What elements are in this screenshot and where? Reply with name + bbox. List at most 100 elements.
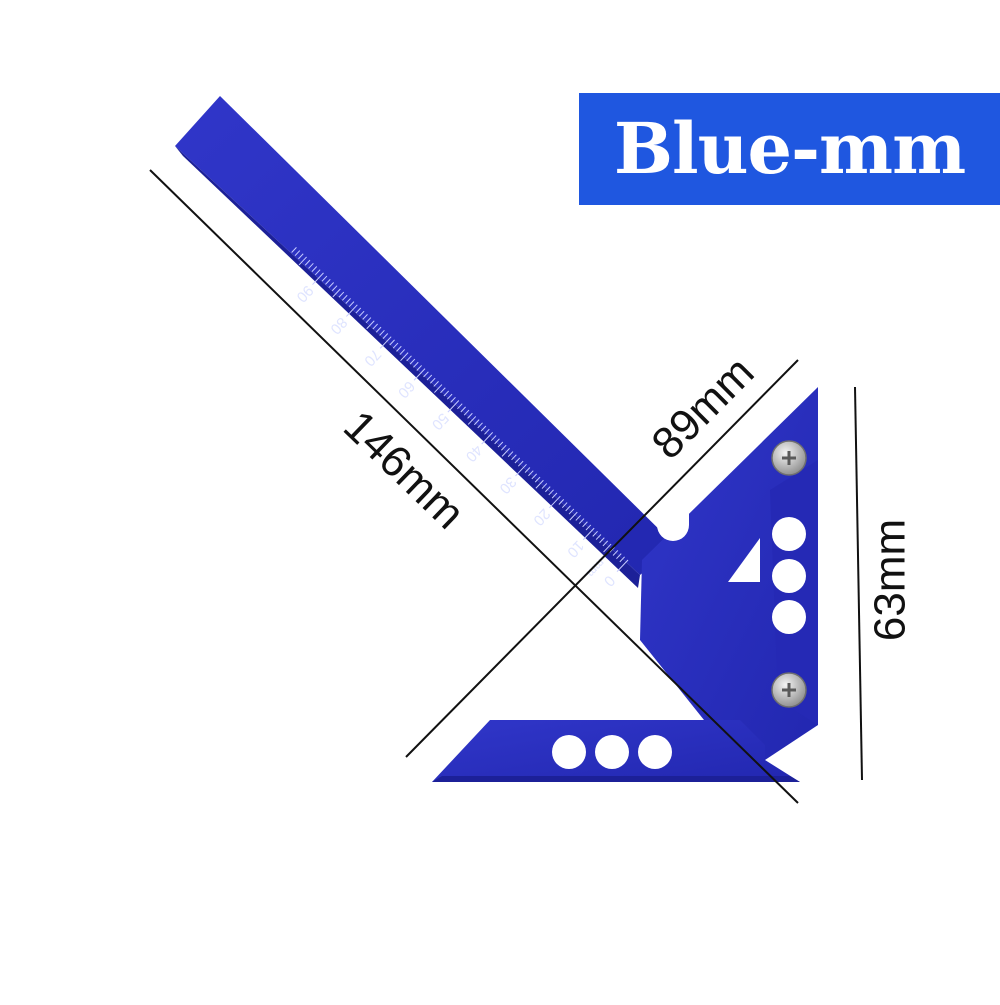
- ruler-tick: [463, 409, 470, 416]
- ruler-tick: [565, 505, 571, 512]
- hole-icon: [772, 600, 806, 634]
- ruler-tick: [328, 282, 335, 288]
- ruler-tick-label: 80: [327, 314, 351, 338]
- ruler-tick: [409, 358, 416, 365]
- ruler-tick: [321, 275, 328, 282]
- ruler-tick: [298, 256, 307, 266]
- ruler-tick: [325, 278, 331, 285]
- ruler-tick: [585, 524, 592, 531]
- ruler-tick: [616, 559, 629, 572]
- ruler-tick: [467, 416, 477, 425]
- ruler-tick: [413, 361, 419, 368]
- ruler-tick: [379, 336, 392, 349]
- dimension-label-length: 146mm: [334, 401, 474, 538]
- ruler-tick: [481, 432, 494, 445]
- hole-icon: [595, 735, 629, 769]
- ruler-tick: [595, 534, 602, 540]
- ruler-tick: [423, 371, 429, 378]
- variant-banner: Blue-mm: [579, 93, 1000, 205]
- ruler-tick: [541, 483, 548, 489]
- ruler-tick-label: 0: [600, 572, 618, 590]
- ruler-tick: [515, 463, 527, 477]
- ruler-tick: [304, 259, 311, 266]
- ruler-tick: [592, 530, 598, 537]
- bottom-flange: [432, 720, 800, 782]
- ruler-tick: [473, 419, 480, 426]
- ruler-tick: [561, 502, 568, 509]
- ruler-tick: [484, 428, 490, 435]
- ruler-ticks: [291, 247, 629, 572]
- ruler-tick: [379, 329, 385, 336]
- ruler-tick: [440, 387, 446, 394]
- dimension-line-height: [854, 386, 863, 781]
- ruler-tick: [338, 291, 345, 298]
- ruler-tick: [558, 499, 565, 505]
- ruler-tick: [457, 403, 463, 410]
- ruler-tick: [447, 400, 460, 413]
- ruler-tick-label: 90: [293, 282, 317, 306]
- ruler-tick: [582, 527, 595, 541]
- ruler-tick: [517, 460, 524, 467]
- ruler-tick: [366, 320, 375, 330]
- ruler-tick: [450, 396, 456, 403]
- ruler-tick: [399, 349, 406, 355]
- dimension-label-width: 89mm: [642, 347, 763, 468]
- ruler-tick: [433, 381, 439, 387]
- ruler-tick: [372, 323, 379, 330]
- triangle-cutout: [728, 538, 760, 582]
- ruler-tick: [477, 422, 483, 429]
- ruler-tick: [348, 301, 355, 308]
- ruler-tick: [480, 425, 487, 432]
- ruler-tick: [345, 304, 358, 317]
- ruler-tick: [400, 352, 409, 361]
- ruler-tick: [616, 553, 622, 560]
- ruler-tick: [429, 377, 436, 384]
- ruler-tick-label: 30: [496, 473, 520, 497]
- ruler-tick: [501, 448, 510, 457]
- ruler-tick: [314, 269, 321, 276]
- ruler-tick: [396, 345, 402, 352]
- ruler-tick: [426, 374, 433, 381]
- ruler-tick: [392, 342, 399, 349]
- flange-edge: [432, 776, 800, 782]
- ruler-tick: [416, 365, 422, 371]
- ruler-tick: [460, 406, 466, 413]
- ruler-tick: [332, 288, 341, 298]
- ruler-tick: [446, 393, 453, 400]
- ruler-tick: [528, 470, 534, 477]
- ruler-tick: [345, 298, 351, 304]
- ruler-tick: [511, 454, 517, 461]
- ruler-tick: [389, 339, 395, 346]
- ruler-tick: [548, 495, 561, 509]
- variant-label: Blue-mm: [613, 107, 966, 190]
- dimension-label-height: 63mm: [866, 519, 915, 641]
- ruler-tick: [599, 537, 605, 544]
- ruler-tick: [291, 247, 297, 253]
- ruler-tick: [501, 444, 507, 451]
- ruler-tick: [602, 540, 609, 547]
- ruler-tick: [582, 521, 588, 528]
- ruler-tick-label: 70: [360, 346, 384, 370]
- ruler-tick: [575, 514, 581, 521]
- ruler-tick-label: 50: [428, 409, 452, 433]
- hole-icon: [772, 517, 806, 551]
- ruler-tick: [413, 368, 426, 381]
- ruler-tick: [524, 467, 531, 473]
- ruler-tick: [490, 435, 497, 442]
- ruler-tick: [342, 294, 348, 301]
- head-plate: [640, 387, 818, 760]
- ruler-tick: [358, 310, 365, 317]
- ruler-tick: [298, 253, 304, 260]
- ruler-tick: [355, 307, 362, 314]
- ruler-tick: [365, 317, 372, 323]
- ruler-tick: [612, 550, 619, 556]
- ruler-tick-label: 40: [462, 441, 486, 465]
- ruler-tick-label: 60: [394, 377, 418, 401]
- ruler-tick: [534, 476, 541, 483]
- ruler-tick: [294, 250, 301, 257]
- dimension-line-length: [149, 169, 799, 804]
- ruler-tick: [375, 326, 382, 333]
- ruler-tick-label: 10: [563, 537, 587, 561]
